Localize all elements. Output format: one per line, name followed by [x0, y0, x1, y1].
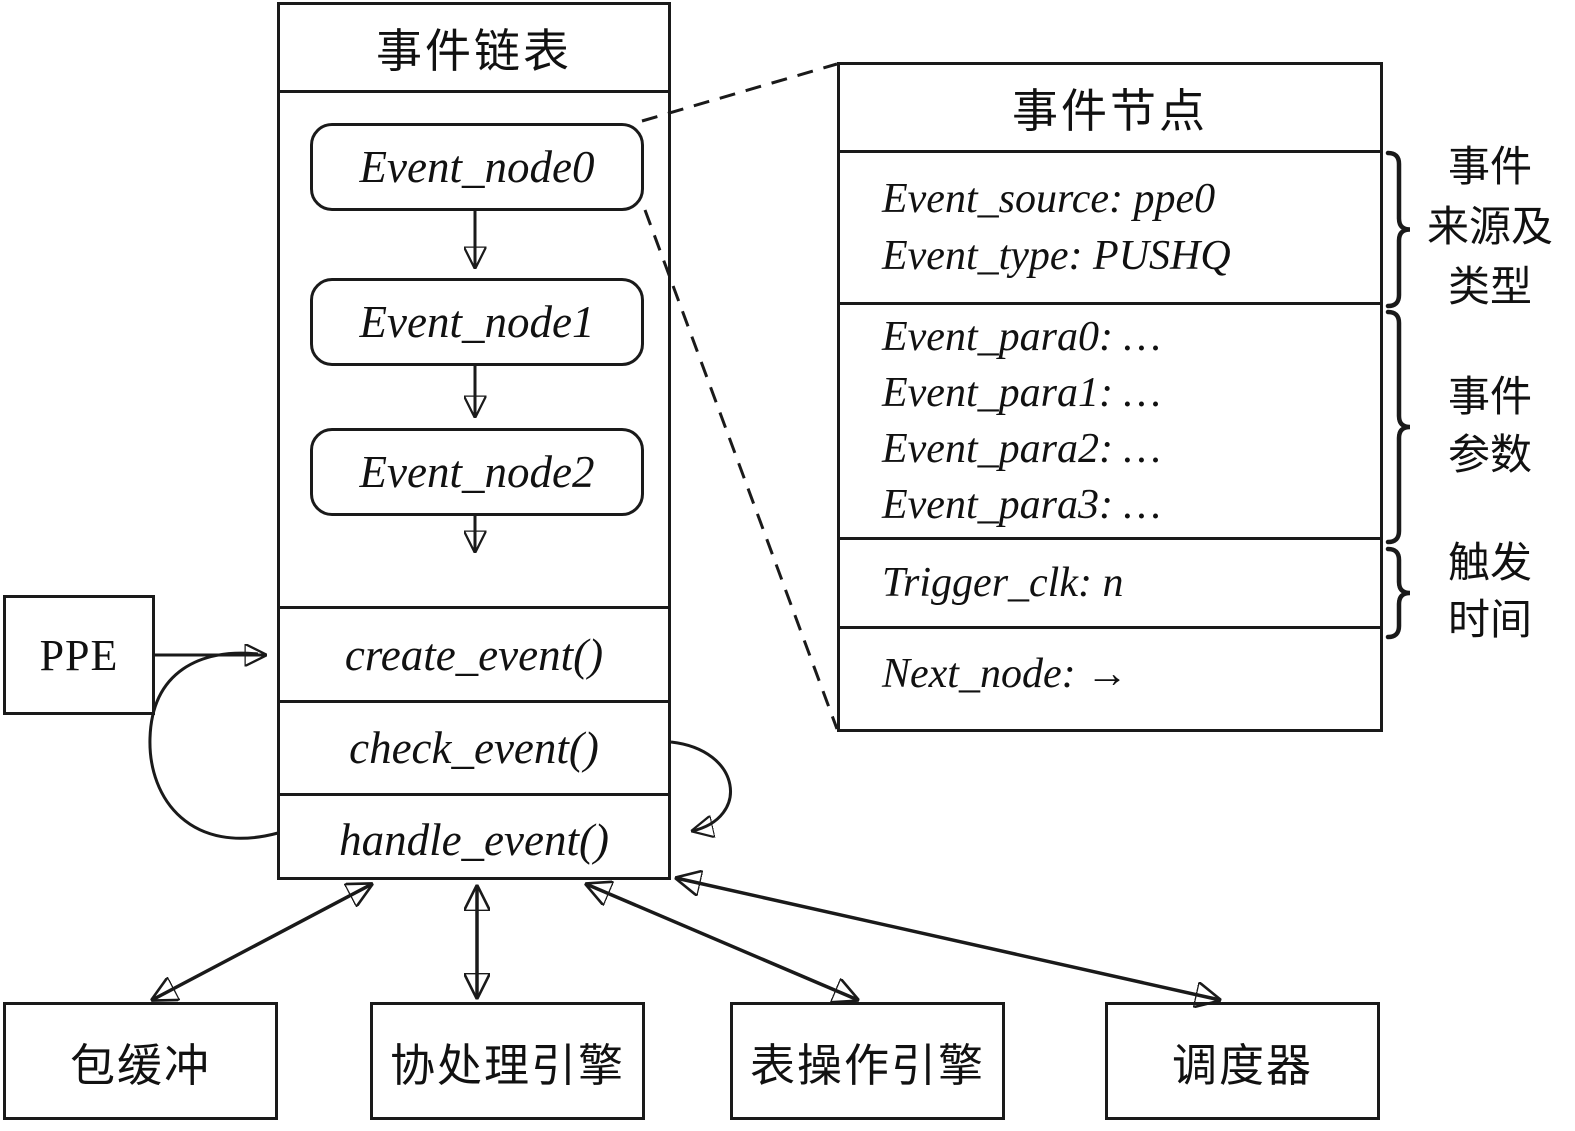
arrow-handle-event-table-engine: [586, 884, 858, 1000]
create-event-row: create_event(): [280, 606, 668, 700]
annotation-source-type-line2: 来源及: [1426, 205, 1553, 251]
annotation-source-type-line3: 类型: [1447, 265, 1532, 311]
arrow-handle-event-packet-buffer: [152, 884, 372, 1000]
module-coprocessor-engine: 协处理引擎: [370, 1002, 645, 1120]
annotation-source-type-line1: 事件: [1447, 145, 1532, 191]
event-params-section: Event_para0: … Event_para1: … Event_para…: [840, 305, 1380, 540]
annotation-trigger-line1: 触发: [1447, 541, 1532, 587]
event-para3-line: Event_para3: …: [882, 482, 1161, 528]
dashed-line-node0-to-detail-bottom: [643, 209, 839, 730]
annotation-trigger-line2: 时间: [1447, 598, 1532, 644]
trigger-clk-line: Trigger_clk: n: [882, 560, 1124, 606]
arrow-handle-event-scheduler: [676, 878, 1220, 1000]
ppe-box: PPE: [3, 595, 155, 715]
brace-source-type: [1385, 150, 1411, 309]
event-type-line: Event_type: PUSHQ: [882, 232, 1231, 279]
event-source-type-section: Event_source: ppe0 Event_type: PUSHQ: [840, 153, 1380, 305]
loop-check-event-to-handle-event: [670, 740, 732, 831]
event-para0-line: Event_para0: …: [882, 314, 1161, 360]
annotation-trigger: 触发 时间: [1412, 536, 1568, 650]
next-node-line: Next_node: →: [882, 651, 1129, 697]
module-scheduler: 调度器: [1105, 1002, 1380, 1120]
event-para2-line: Event_para2: …: [882, 426, 1161, 472]
dashed-line-node0-to-detail-top: [641, 62, 838, 123]
loop-handle-event-to-create-event: [148, 651, 279, 840]
event-node-2: Event_node2: [310, 428, 644, 516]
event-node-1: Event_node1: [310, 278, 644, 366]
check-event-row: check_event(): [280, 700, 668, 793]
module-table-engine: 表操作引擎: [730, 1002, 1005, 1120]
annotation-params-line2: 参数: [1447, 433, 1532, 479]
event-node-0: Event_node0: [310, 123, 644, 211]
annotation-source-type: 事件 来源及 类型: [1412, 138, 1568, 318]
annotation-params: 事件 参数: [1412, 369, 1568, 485]
trigger-clk-section: Trigger_clk: n: [840, 540, 1380, 629]
event-node-detail-title: 事件节点: [840, 65, 1380, 153]
event-linked-list-box: 事件链表 Event_node0 Event_node1 Event_node2…: [277, 2, 671, 880]
brace-trigger: [1385, 546, 1411, 640]
next-node-section: Next_node: →: [840, 629, 1380, 719]
annotation-params-line1: 事件: [1447, 375, 1532, 421]
handle-event-row: handle_event(): [280, 793, 668, 883]
event-para1-line: Event_para1: …: [882, 370, 1161, 416]
module-packet-buffer: 包缓冲: [3, 1002, 278, 1120]
event-node-detail-box: 事件节点 Event_source: ppe0 Event_type: PUSH…: [837, 62, 1383, 732]
brace-params: [1385, 309, 1411, 545]
event-linked-list-title: 事件链表: [280, 5, 668, 93]
event-source-line: Event_source: ppe0: [882, 175, 1216, 222]
